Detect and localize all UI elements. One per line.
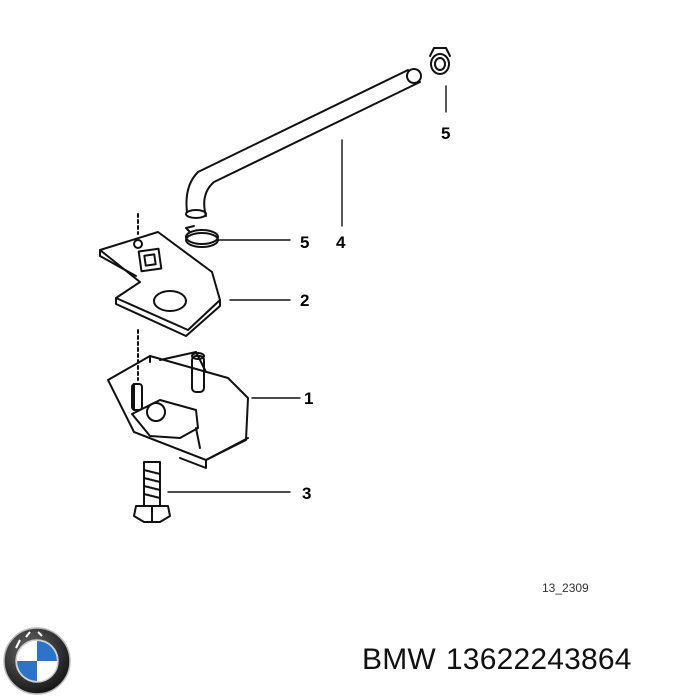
part-caption: BMW 13622243864 [362,643,632,677]
callout-1: 1 [304,389,313,408]
bolt-part [133,461,171,523]
callout-4: 4 [336,233,346,252]
part-number: 13622243864 [445,643,632,676]
hose-part [185,67,422,219]
hose-clamp-middle [185,225,219,248]
bmw-logo [2,626,72,696]
sensor-body-part [107,329,249,469]
callout-5-middle: 5 [300,233,309,252]
callout-3: 3 [302,484,311,503]
brand-name: BMW [362,643,436,676]
hose-clamp-top [429,47,451,75]
bracket-plate-part [99,213,221,337]
figure-id: 13_2309 [542,581,589,595]
callout-5-top: 5 [441,124,450,143]
callout-2: 2 [300,291,309,310]
leader-lines [167,85,447,493]
